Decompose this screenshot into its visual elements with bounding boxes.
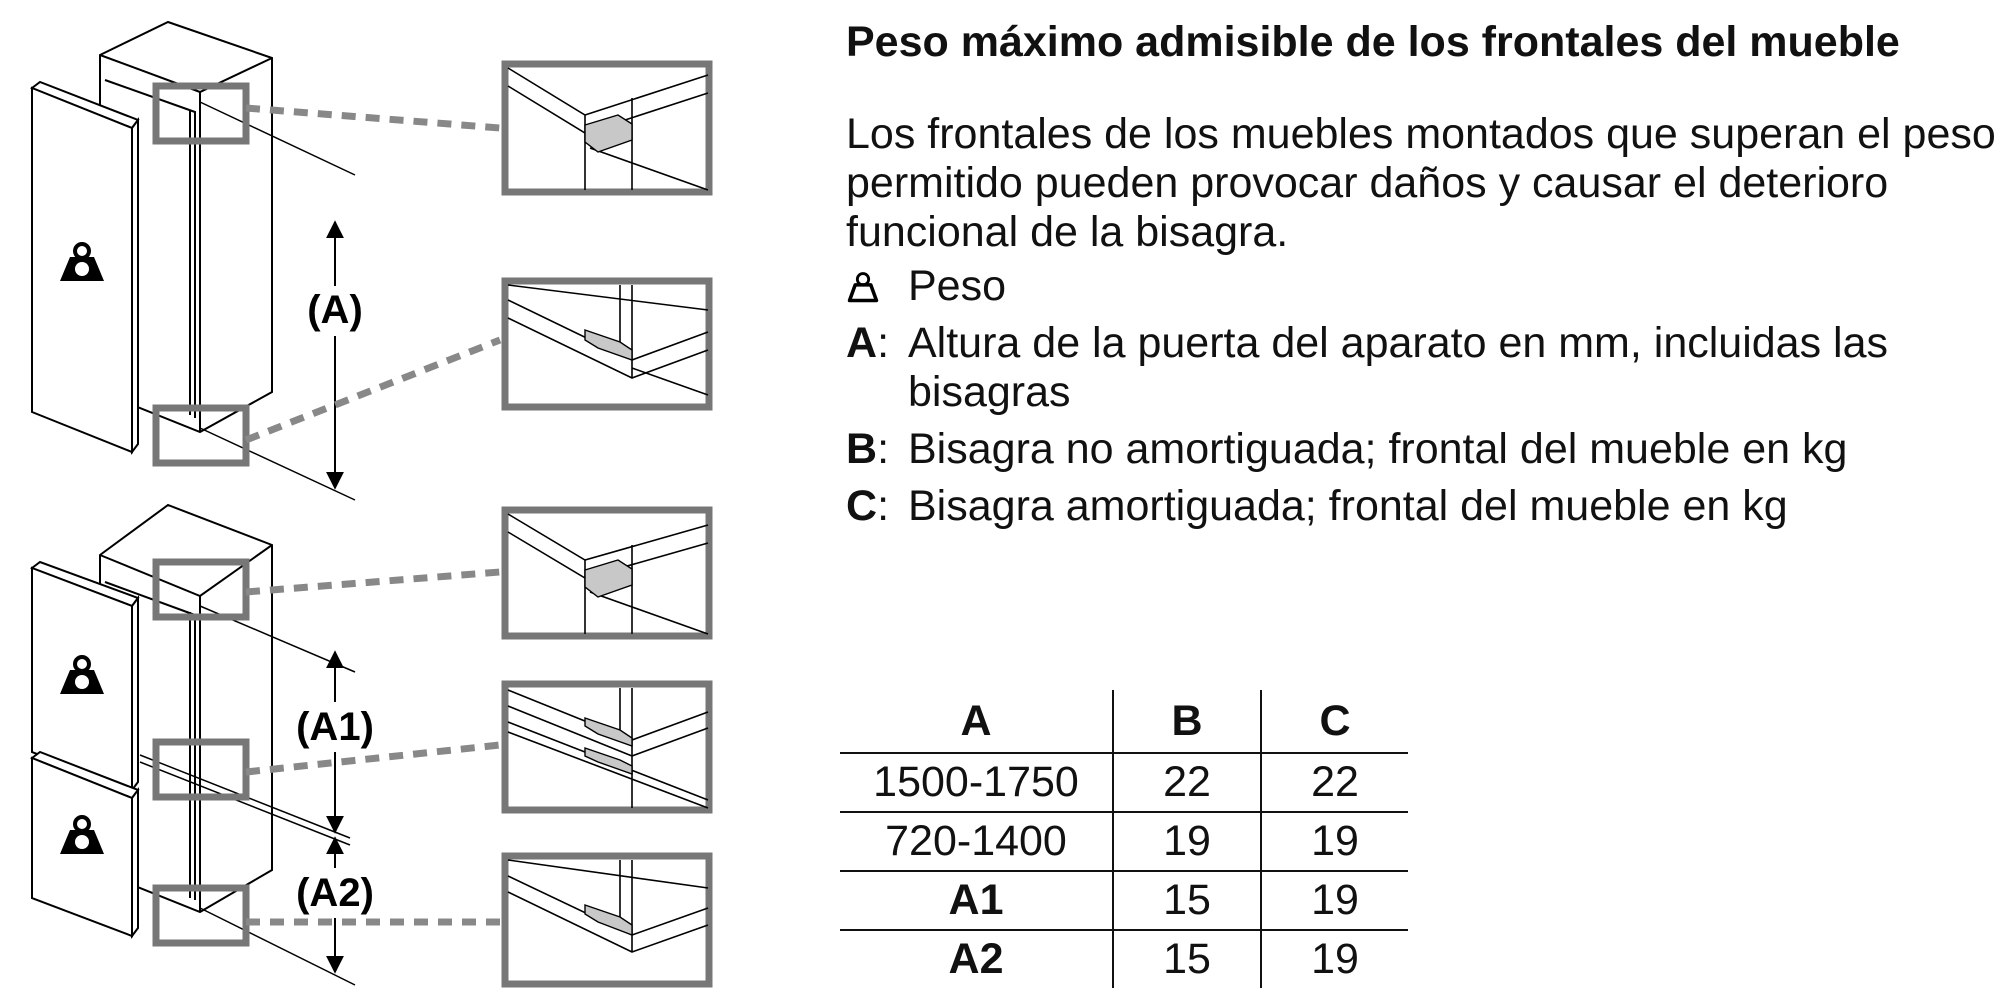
dimension-a-label: (A) [307,288,363,332]
table-cell: 19 [1260,929,1408,988]
table-cell: 19 [1260,870,1408,930]
table-cell: 15 [1112,870,1261,930]
detail-box-2 [501,277,713,411]
table-header: A [960,696,992,745]
legend-text: Bisagra no amortiguada; frontal del mueb… [908,425,1848,473]
table-row: 1500-1750 22 22 [840,752,1408,812]
legend-key: A [846,319,878,367]
weight-table: A B C 1500-1750 22 22 720-1400 19 19 A1 … [840,690,1408,988]
legend-item-weight: Peso [846,262,1996,311]
legend-sep: : [877,319,890,367]
table-cell: 22 [1112,752,1261,812]
dimension-a2-label: (A2) [296,871,374,915]
detail-box-5 [501,852,713,988]
installation-illustration: (A) (A1) (A2) [29,20,713,988]
legend-item-b: B: Bisagra no amortiguada; frontal del m… [846,425,1996,474]
table-cell: 19 [1112,811,1261,871]
table-cell: A2 [840,929,1113,988]
weight-icon [847,272,879,303]
table-cell: 1500-1750 [840,752,1113,812]
single-door-appliance [29,20,356,501]
dimension-a1-label: (A1) [296,705,374,749]
detail-box-1 [501,60,713,196]
legend: Peso A: Altura de la puerta del aparato … [846,262,1996,531]
table-row: A1 15 19 [840,870,1408,930]
legend-sep: : [877,425,890,473]
table-row: 720-1400 19 19 [840,811,1408,871]
table-row: A2 15 19 [840,929,1408,988]
two-door-appliance [29,503,356,986]
table-cell: 15 [1112,929,1261,988]
legend-text: Peso [908,262,1007,310]
table-header: B [1112,690,1261,753]
table-cell: A1 [840,870,1113,930]
detail-box-4 [501,680,713,814]
legend-item-a: A: Altura de la puerta del aparato en mm… [846,319,1996,417]
page-title: Peso máximo admisible de los frontales d… [846,18,1900,66]
hinge-highlight-lower [152,884,250,947]
legend-text: Altura de la puerta del aparato en mm, i… [908,319,1888,416]
hinge-highlight-bottom [152,404,250,467]
hinge-highlight-top [152,82,250,145]
table-cell: 22 [1260,752,1408,812]
legend-key: B [846,425,878,473]
intro-paragraph: Los frontales de los muebles montados qu… [846,110,1996,256]
legend-sep: : [877,482,890,530]
table-header-row: A B C [840,690,1408,753]
table-cell: 19 [1260,811,1408,871]
legend-item-c: C: Bisagra amortiguada; frontal del mueb… [846,482,1996,531]
table-header: C [1260,690,1408,753]
table-cell: 720-1400 [840,811,1113,871]
legend-key: C [846,482,878,530]
legend-text: Bisagra amortiguada; frontal del mueble … [908,482,1788,530]
detail-box-3 [501,506,713,640]
